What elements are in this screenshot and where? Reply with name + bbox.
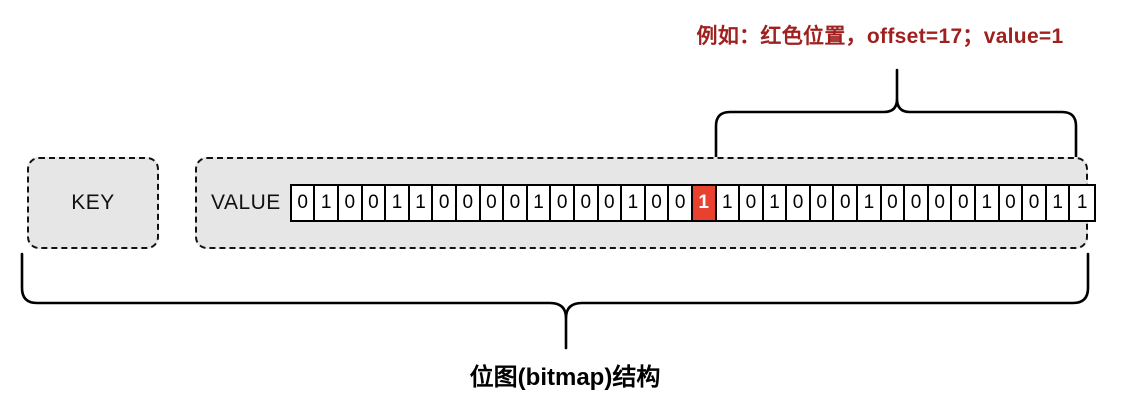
- bit-cell: 0: [551, 186, 575, 220]
- bit-cell: 0: [456, 186, 481, 220]
- highlight-annotation-text: 例如：红色位置，offset=17；value=1: [696, 25, 1064, 48]
- bit-cell: 0: [1023, 186, 1047, 220]
- bit-cell: 1: [858, 186, 882, 220]
- bit-cell: 1: [763, 186, 788, 220]
- bit-cell: 0: [787, 186, 811, 220]
- bit-cell: 0: [504, 186, 528, 220]
- bit-cell: 0: [834, 186, 859, 220]
- value-label: VALUE: [211, 191, 281, 214]
- bit-cell: 0: [574, 186, 599, 220]
- bit-cell: 0: [928, 186, 953, 220]
- bit-cell: 1: [315, 186, 339, 220]
- key-label: KEY: [71, 191, 115, 214]
- bit-cell-highlighted: 1: [692, 186, 717, 220]
- bit-cell: 0: [881, 186, 906, 220]
- bit-cell: 0: [433, 186, 457, 220]
- bit-cell: 0: [999, 186, 1024, 220]
- bit-cell: 0: [810, 186, 835, 220]
- bit-cell: 0: [669, 186, 693, 220]
- bottom-brace: [20, 252, 1090, 319]
- bit-cell: 1: [1070, 186, 1094, 220]
- key-box: KEY: [27, 157, 159, 249]
- bit-cell: 1: [622, 186, 646, 220]
- bit-cell: 1: [716, 186, 741, 220]
- bit-cell: 1: [1046, 186, 1071, 220]
- bit-cell: 1: [976, 186, 1000, 220]
- bit-cell: 0: [291, 186, 316, 220]
- bit-cell: 0: [339, 186, 363, 220]
- bit-cell: 0: [645, 186, 670, 220]
- bit-cell: 1: [527, 186, 552, 220]
- bit-cell: 0: [905, 186, 929, 220]
- top-brace: [714, 98, 1078, 160]
- bit-cell: 1: [386, 186, 410, 220]
- bit-cell: 0: [480, 186, 505, 220]
- bit-cell: 0: [952, 186, 977, 220]
- bit-cell: 0: [740, 186, 764, 220]
- bit-cell: 1: [409, 186, 434, 220]
- diagram-caption: 位图(bitmap)结构: [469, 364, 661, 391]
- bit-cell: 0: [362, 186, 387, 220]
- bit-cell: 0: [598, 186, 623, 220]
